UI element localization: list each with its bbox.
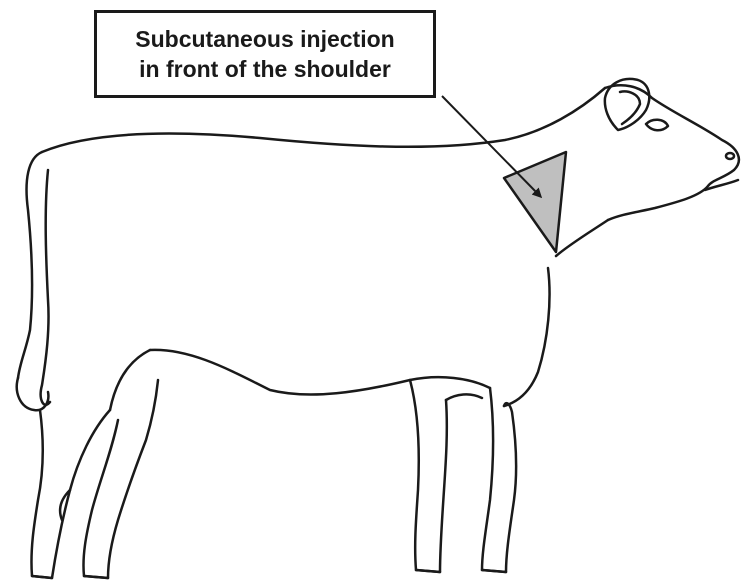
cow-eye (646, 120, 668, 131)
cow-neck (556, 220, 608, 256)
cow-hooves (32, 570, 506, 578)
cow-outline-icon (17, 79, 739, 578)
cow-belly (150, 350, 490, 395)
cow-head (605, 85, 739, 220)
cow-nostril (726, 153, 734, 159)
callout-box: Subcutaneous injection in front of the s… (94, 10, 436, 98)
cow-hind-leg-front (83, 350, 158, 578)
cow-elbow (446, 394, 482, 400)
cow-hind-leg-rear (31, 410, 110, 578)
cow-front-leg-rear (410, 380, 447, 572)
callout-line-1: Subcutaneous injection (135, 24, 394, 54)
cow-rump (18, 152, 42, 378)
cow-chest (504, 268, 550, 406)
cow-tail (41, 170, 50, 405)
cow-front-leg-front (482, 388, 516, 572)
callout-line-2: in front of the shoulder (139, 54, 391, 84)
injection-zone-triangle (504, 152, 566, 252)
